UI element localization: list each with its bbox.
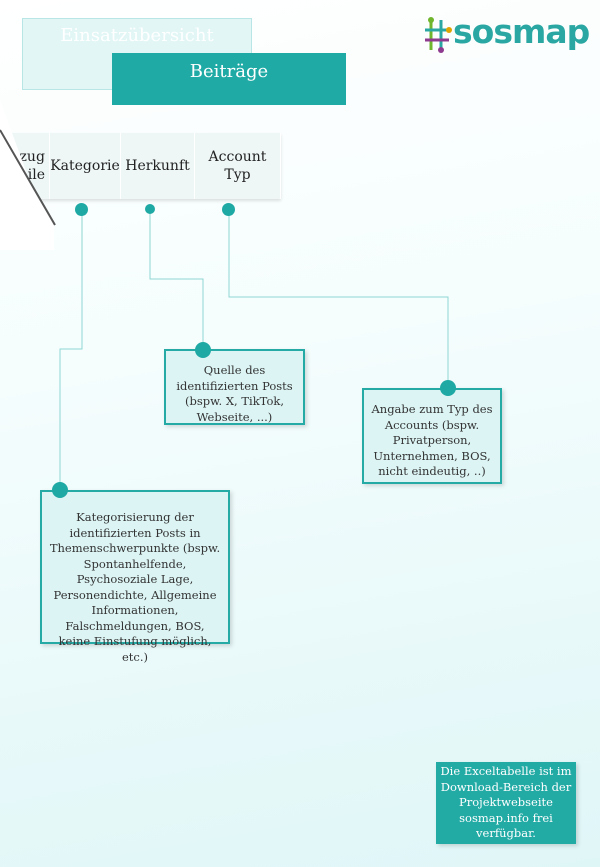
anchor-dot-account-typ [222, 203, 235, 216]
tab-einsatzuebersicht-label: Einsatzübersicht [60, 25, 214, 46]
callout-dot-kategorie [52, 482, 68, 498]
callout-kategorie-text: Kategorisierung der identifizierten Post… [49, 510, 221, 664]
anchor-dot-herkunft [145, 204, 155, 214]
logo-text: sosmap [453, 12, 590, 51]
table-header-row [0, 133, 281, 199]
download-note-text: Die Exceltabelle ist im Download-Bereich… [440, 764, 572, 841]
callout-dot-herkunft [195, 342, 211, 358]
callout-kategorie: Kategorisierung der identifizierten Post… [40, 490, 230, 664]
tab-beitraege[interactable]: Beiträge [112, 53, 346, 105]
sosmap-logo: sosmap [423, 12, 593, 53]
anchor-dot-kategorie [75, 203, 88, 216]
callout-account-typ-text: Angabe zum Typ des Accounts (bspw. Priva… [371, 402, 493, 479]
connector-herkunft [149, 210, 204, 350]
logo-hash-icon [425, 17, 452, 53]
page-curl-corner [0, 100, 56, 250]
tab-beitraege-label: Beiträge [189, 61, 269, 82]
download-note: Die Exceltabelle ist im Download-Bereich… [436, 762, 576, 844]
callout-dot-account-typ [440, 380, 456, 396]
column-header-kategorie: Kategorie [50, 133, 121, 199]
connector-kategorie [59, 210, 83, 490]
column-header-kategorie-label: Kategorie [50, 157, 120, 174]
callout-herkunft: Quelle des identifizierten Posts (bspw. … [164, 349, 305, 425]
column-header-herkunft-label: Herkunft [125, 157, 190, 174]
callout-account-typ: Angabe zum Typ des Accounts (bspw. Priva… [362, 388, 502, 484]
column-header-account-typ-label: Account Typ [208, 148, 267, 183]
column-header-herkunft: Herkunft [121, 133, 195, 199]
connector-account-typ [228, 210, 449, 388]
column-header-account-typ: Account Typ [195, 133, 281, 199]
callout-herkunft-text: Quelle des identifizierten Posts (bspw. … [176, 363, 293, 424]
